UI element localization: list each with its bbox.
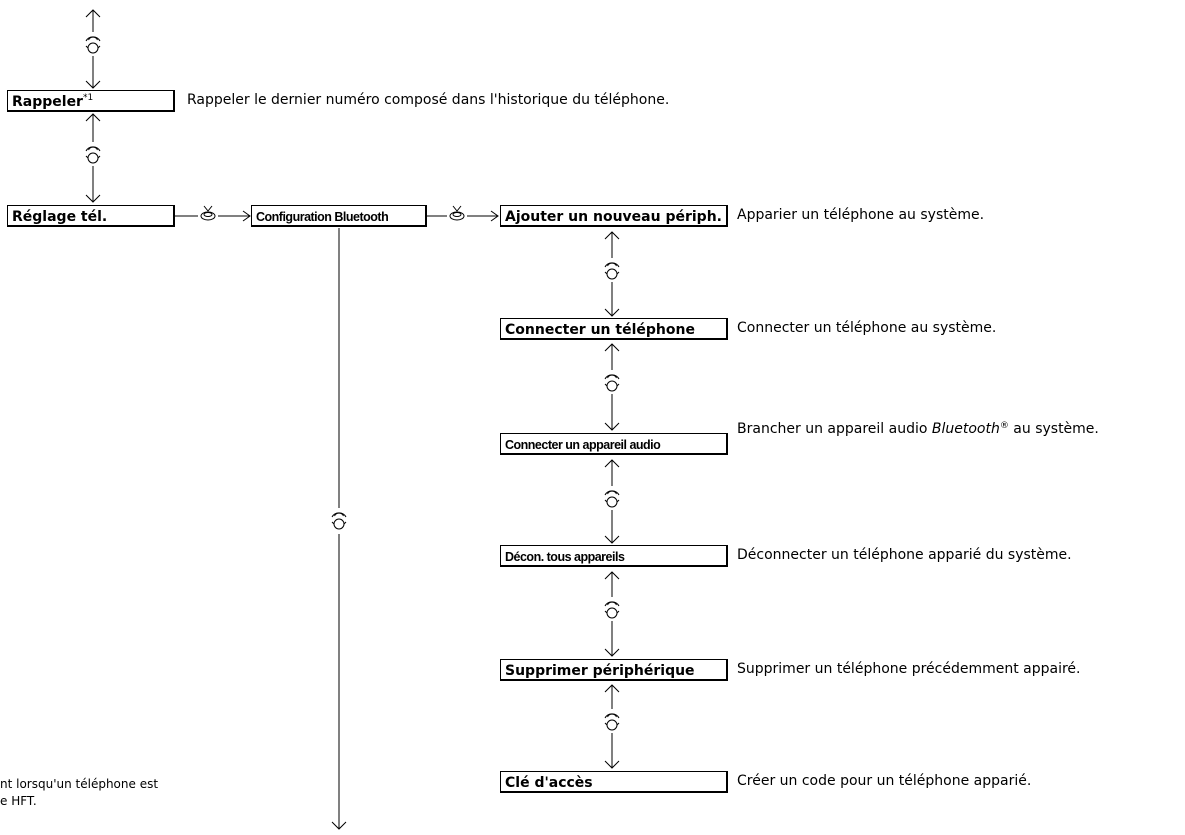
phone-settings-label: Réglage tél. — [12, 209, 108, 225]
right-column-connectors — [604, 231, 620, 769]
phone-settings-box: Réglage tél. — [7, 205, 175, 227]
dial-rotate-icon — [604, 262, 620, 280]
dial-press-icon — [200, 205, 216, 221]
redial-box: Rappeler*1 — [7, 90, 175, 112]
connect-audio-desc-suffix: au système. — [1008, 421, 1099, 437]
footnote-line-1: nt lorsqu'un téléphone est — [0, 777, 159, 791]
footnote-line-2: e HFT. — [0, 794, 37, 808]
left-column-connectors — [85, 9, 101, 203]
dial-rotate-icon — [604, 713, 620, 731]
dial-rotate-icon — [604, 601, 620, 619]
connect-phone-label: Connecter un téléphone — [505, 322, 695, 338]
footnote: nt lorsqu'un téléphone est e HFT. — [0, 776, 220, 810]
bluetooth-setup-label: Configuration Bluetooth — [256, 210, 389, 224]
dial-rotate-icon — [85, 36, 101, 54]
delete-device-label: Supprimer périphérique — [505, 663, 695, 679]
connect-audio-box: Connecter un appareil audio — [500, 433, 728, 455]
dial-rotate-icon — [604, 490, 620, 508]
connect-phone-description: Connecter un téléphone au système. — [737, 320, 997, 336]
dial-rotate-icon — [85, 146, 101, 164]
bluetooth-brand: Bluetooth — [931, 421, 1000, 437]
delete-device-box: Supprimer périphérique — [500, 659, 728, 681]
connect-audio-description: Brancher un appareil audio Bluetooth® au… — [737, 421, 1099, 437]
disconnect-all-box: Décon. tous appareils — [500, 545, 728, 567]
disconnect-all-label: Décon. tous appareils — [505, 550, 625, 564]
bluetooth-column-connector — [331, 228, 347, 830]
pass-key-label: Clé d'accès — [505, 775, 593, 791]
bluetooth-setup-box: Configuration Bluetooth — [251, 205, 427, 227]
dial-rotate-icon — [604, 374, 620, 392]
pass-key-description: Créer un code pour un téléphone apparié. — [737, 773, 1032, 789]
connect-audio-desc-prefix: Brancher un appareil audio — [737, 421, 932, 437]
dial-press-icon — [449, 205, 465, 221]
horizontal-connectors — [173, 210, 499, 222]
pass-key-box: Clé d'accès — [500, 771, 728, 793]
add-new-device-description: Apparier un téléphone au système. — [737, 207, 985, 223]
redial-label: Rappeler — [12, 94, 83, 110]
delete-device-description: Supprimer un téléphone précédemment appa… — [737, 661, 1081, 677]
footnote-marker: *1 — [82, 93, 94, 103]
connect-phone-box: Connecter un téléphone — [500, 318, 728, 340]
connect-audio-label: Connecter un appareil audio — [505, 438, 661, 452]
disconnect-all-description: Déconnecter un téléphone apparié du syst… — [737, 547, 1072, 563]
dial-rotate-icon — [331, 512, 347, 530]
redial-description: Rappeler le dernier numéro composé dans … — [187, 92, 670, 108]
registered-mark: ® — [999, 421, 1009, 431]
add-new-device-box: Ajouter un nouveau périph. — [500, 205, 728, 227]
add-new-device-label: Ajouter un nouveau périph. — [505, 209, 722, 225]
